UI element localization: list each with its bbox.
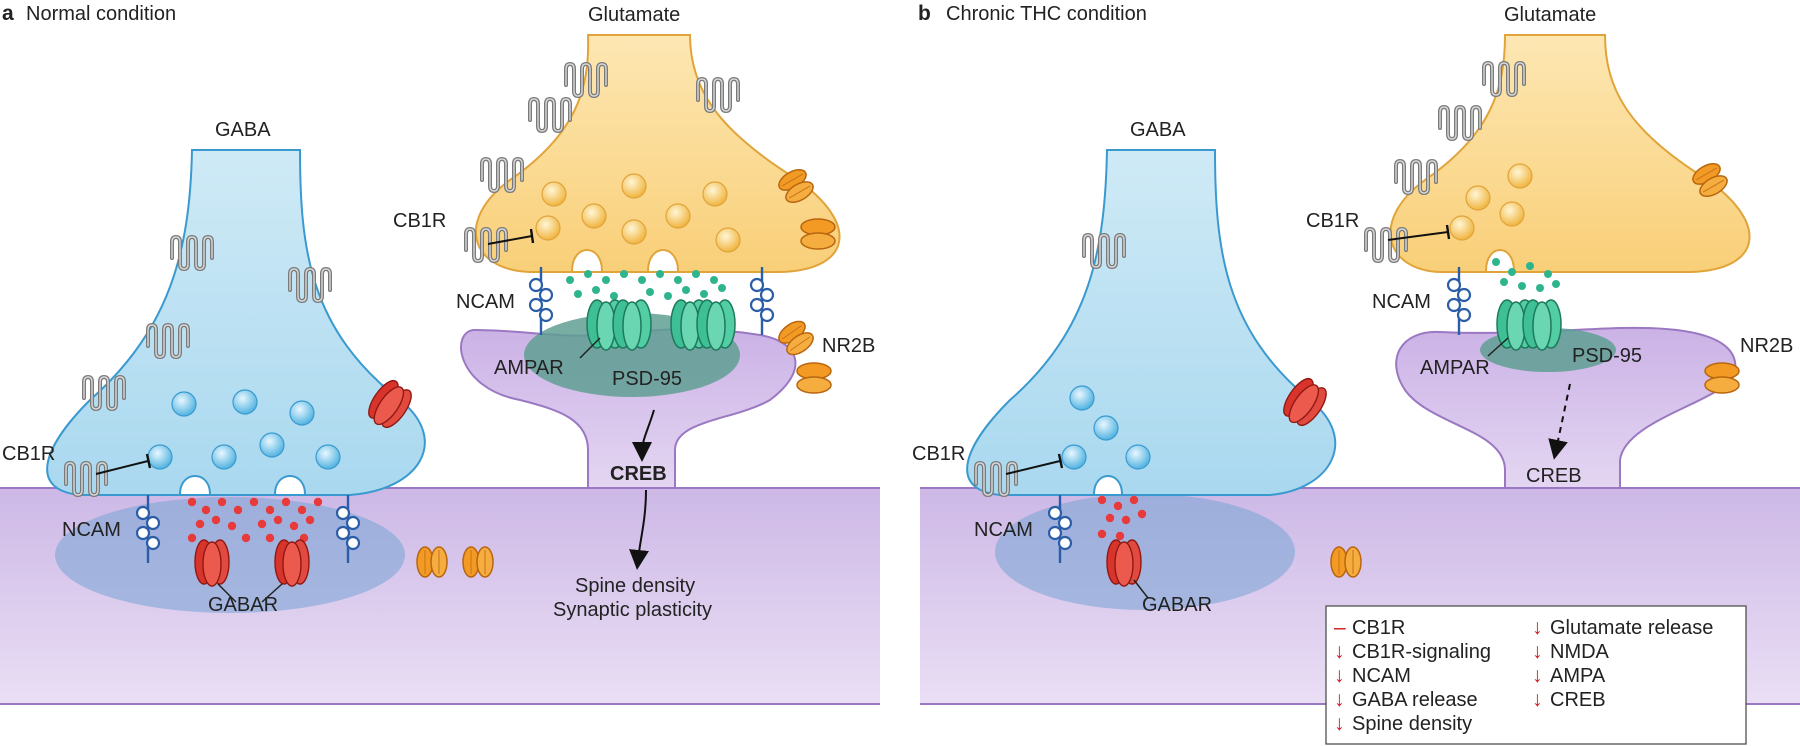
glutamate-transmitters bbox=[566, 270, 726, 300]
ampar-receptor bbox=[696, 299, 736, 351]
ampar-label: AMPAR bbox=[494, 357, 564, 379]
gaba-transmitters bbox=[187, 497, 323, 543]
legend-symbol: ↓ bbox=[1532, 640, 1543, 663]
ncam-label: NCAM bbox=[62, 519, 121, 541]
psd95-label: PSD-95 bbox=[612, 368, 682, 390]
gabar-receptor bbox=[194, 539, 230, 587]
gabar-label: GABAR bbox=[1142, 594, 1212, 616]
cb1r-icon bbox=[528, 97, 572, 133]
glutamate-label: Glutamate bbox=[588, 4, 680, 26]
psd95-to-creb-dashed-arrow bbox=[1548, 383, 1571, 460]
creb-to-outcome-arrow bbox=[629, 489, 649, 570]
gaba-neuron-label: GABA bbox=[1130, 119, 1186, 141]
gaba-neuron bbox=[46, 149, 426, 496]
nr2b-label: NR2B bbox=[1740, 335, 1793, 357]
outcome-spine-density: Spine density bbox=[575, 575, 695, 597]
legend-left-column: –CB1R ↓ CB1R-signaling ↓ NCAM ↓ GABA release ↓ S… bbox=[1334, 616, 1491, 735]
gabar-receptor bbox=[274, 539, 310, 587]
cb1r-label: CB1R bbox=[2, 443, 55, 465]
legend-box bbox=[1325, 605, 1747, 745]
gaba-vesicles bbox=[147, 389, 341, 470]
psd95-to-creb-arrow bbox=[632, 409, 655, 462]
ncam-label: NCAM bbox=[1372, 291, 1431, 313]
legend-item-text: NCAM bbox=[1352, 665, 1411, 687]
glutamate-vesicles bbox=[535, 173, 741, 253]
cb1r-label: CB1R bbox=[1306, 210, 1359, 232]
legend-item-text: Glutamate release bbox=[1550, 617, 1713, 639]
ncam-label: NCAM bbox=[974, 519, 1033, 541]
legend-symbol: ↓ bbox=[1334, 640, 1345, 663]
ncam-icon bbox=[1446, 265, 1472, 337]
panel-a-title: Normal condition bbox=[26, 3, 176, 25]
panel-b-title: Chronic THC condition bbox=[946, 3, 1147, 25]
legend-item-text: AMPA bbox=[1550, 665, 1606, 687]
legend-symbol: ↓ bbox=[1334, 688, 1345, 711]
glutamate-label: Glutamate bbox=[1504, 4, 1596, 26]
legend-symbol: – bbox=[1334, 616, 1346, 639]
legend-symbol: ↓ bbox=[1532, 616, 1543, 639]
legend-item-text: CB1R-signaling bbox=[1352, 641, 1491, 663]
gaba-transmitters bbox=[1097, 495, 1147, 541]
gaba-vesicles bbox=[1061, 385, 1151, 470]
legend-symbol: ↓ bbox=[1334, 712, 1345, 735]
ncam-icon bbox=[528, 265, 554, 337]
nr2b-channel bbox=[796, 362, 832, 394]
panel-a: a Normal condition bbox=[0, 2, 880, 705]
outcome-synaptic-plasticity: Synaptic plasticity bbox=[553, 599, 712, 621]
legend-item-text: CREB bbox=[1550, 689, 1606, 711]
cb1r-label: CB1R bbox=[912, 443, 965, 465]
ncam-label: NCAM bbox=[456, 291, 515, 313]
gaba-neuron-label: GABA bbox=[215, 119, 271, 141]
nr2b-label: NR2B bbox=[822, 335, 875, 357]
legend-symbol: ↓ bbox=[1532, 664, 1543, 687]
legend-item-text: NMDA bbox=[1550, 641, 1610, 663]
glutamate-neuron bbox=[1389, 34, 1751, 273]
legend-item-text: CB1R bbox=[1352, 617, 1405, 639]
glutamate-vesicles bbox=[1449, 163, 1533, 241]
legend-symbol: ↓ bbox=[1532, 688, 1543, 711]
panel-b: b Chronic THC condition GABAR NCAM bbox=[912, 2, 1800, 745]
gaba-neuron bbox=[966, 149, 1337, 496]
panel-b-letter: b bbox=[918, 2, 931, 25]
panel-a-letter: a bbox=[2, 2, 14, 25]
legend-item-text: Spine density bbox=[1352, 713, 1472, 735]
legend-item-text: GABA release bbox=[1352, 689, 1478, 711]
legend-right-column: ↓ Glutamate release ↓ NMDA ↓ AMPA ↓ CREB bbox=[1532, 616, 1713, 711]
psd95-label: PSD-95 bbox=[1572, 345, 1642, 367]
gabar-receptor bbox=[1106, 539, 1142, 587]
cb1r-label: CB1R bbox=[393, 210, 446, 232]
creb-label: CREB bbox=[1526, 465, 1582, 487]
ampar-label: AMPAR bbox=[1420, 357, 1490, 379]
gabar-label: GABAR bbox=[208, 594, 278, 616]
ampar-receptor bbox=[1522, 299, 1562, 351]
glutamate-neuron bbox=[474, 34, 841, 273]
glutamate-transmitters bbox=[1492, 258, 1560, 292]
creb-label: CREB bbox=[610, 463, 667, 485]
ampar-receptor bbox=[612, 299, 652, 351]
ncam-icon bbox=[749, 265, 775, 337]
legend-symbol: ↓ bbox=[1334, 664, 1345, 687]
